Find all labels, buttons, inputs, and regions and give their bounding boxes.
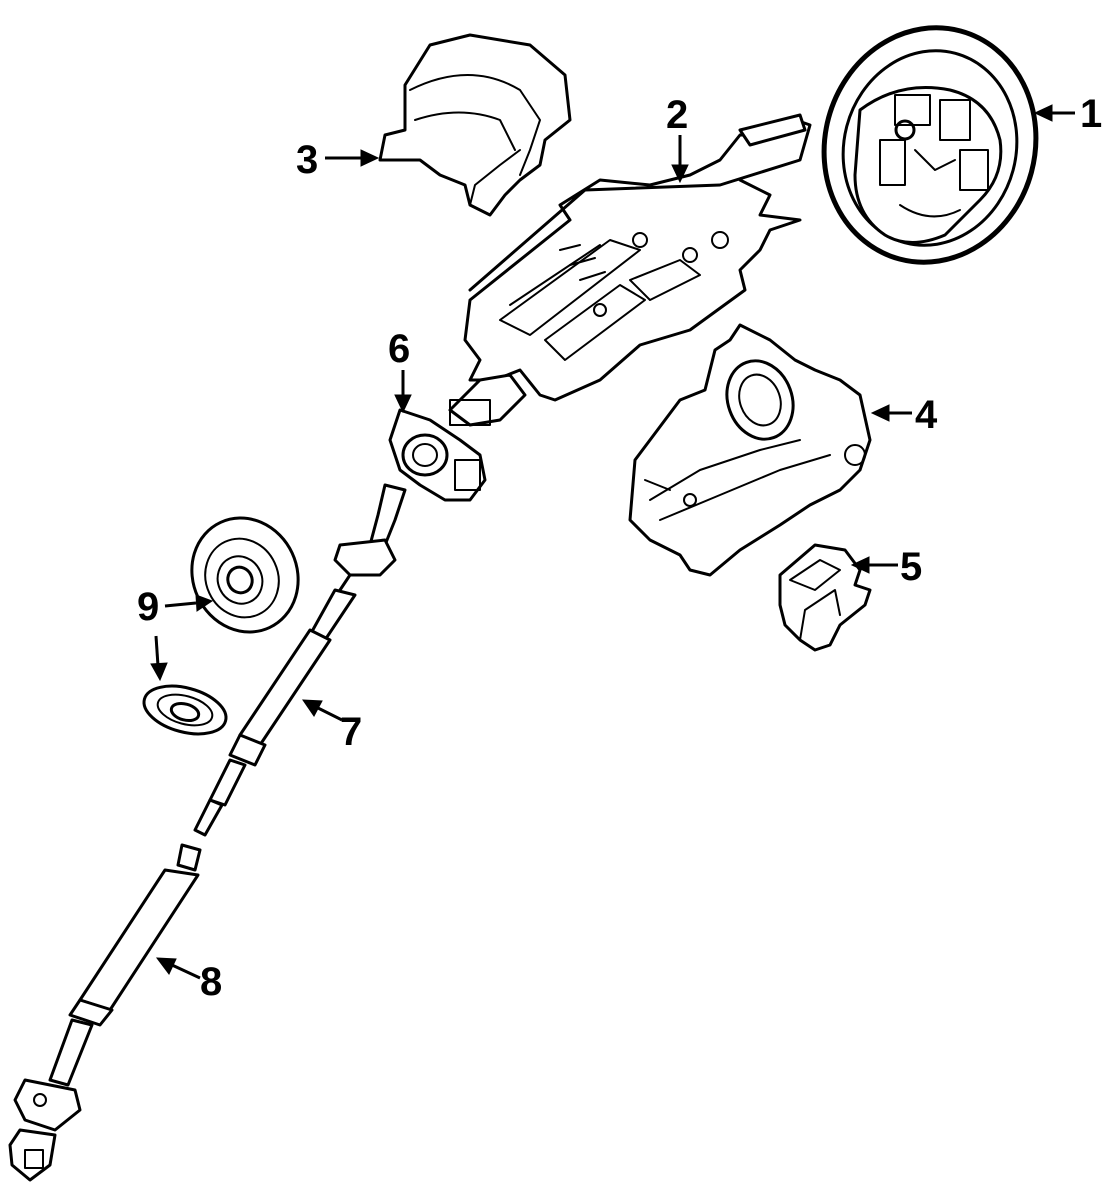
part-3-upper-shroud[interactable] [378, 33, 572, 217]
leader-2 [671, 135, 689, 184]
part-6-bearing-bracket[interactable] [388, 408, 487, 502]
part-2-steering-column[interactable] [448, 113, 812, 427]
callout-9: 9 [137, 585, 159, 629]
leader-8 [155, 957, 201, 980]
leader-7 [302, 699, 343, 722]
callout-3: 3 [296, 138, 318, 182]
leader-1 [1033, 104, 1075, 122]
callout-1: 1 [1080, 92, 1102, 136]
part-1-steering-wheel[interactable] [798, 4, 1062, 286]
leader-3 [325, 149, 380, 167]
leader-9-lower [150, 635, 168, 682]
callout-8: 8 [200, 960, 222, 1004]
leader-6 [394, 370, 412, 414]
part-8-lower-shaft[interactable] [8, 843, 202, 1182]
part-7-intermediate-shaft[interactable] [193, 483, 407, 837]
part-5-switch-module[interactable] [778, 543, 872, 652]
part-4-lower-shroud[interactable] [628, 323, 872, 577]
leader-5 [850, 556, 898, 574]
callout-5: 5 [900, 545, 922, 589]
callout-4: 4 [915, 393, 938, 437]
callout-7: 7 [340, 710, 362, 754]
part-9-dash-seal[interactable] [139, 500, 317, 742]
callout-2: 2 [666, 93, 688, 137]
leader-4 [870, 404, 912, 422]
leader-9-upper [164, 594, 214, 612]
callout-6: 6 [388, 327, 410, 371]
